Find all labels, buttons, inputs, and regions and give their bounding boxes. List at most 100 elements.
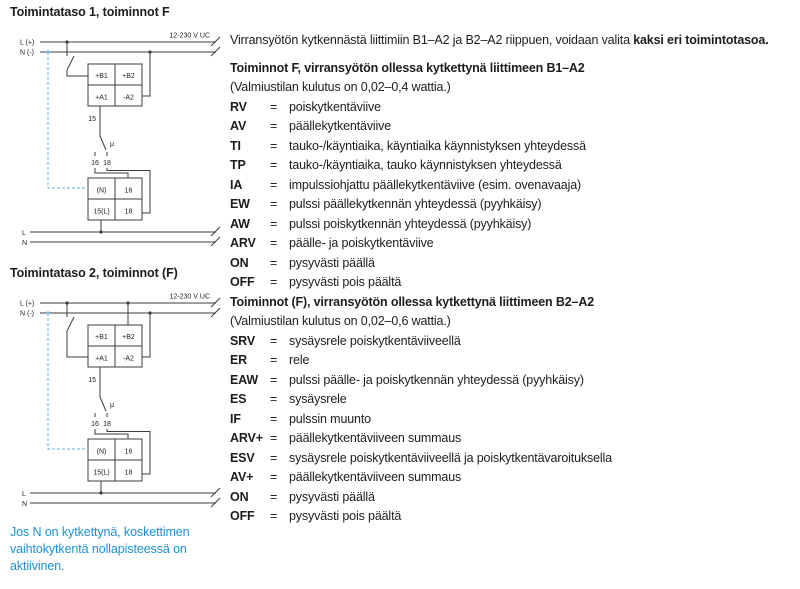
label-block-15l: 15(L) (93, 209, 109, 216)
label-contact-mu: μ (110, 402, 114, 409)
function-row-esv: ESV = sysäysrele poiskytkentäviiveellä ja … (230, 449, 796, 469)
intro-bold-text: kaksi eri toimintotasoa. (633, 33, 769, 47)
label-terminal-b1: +B1 (95, 334, 108, 341)
function-code: OFF (230, 509, 255, 523)
label-block-16: 16 (125, 188, 133, 195)
label-terminal-a2: -A2 (123, 95, 134, 102)
function-row-ti: TI=tauko-/käyntiaika, käyntiaika käynnis… (230, 137, 796, 157)
function-code: ESV (230, 450, 255, 465)
equals-sign: = (270, 275, 278, 289)
equals-sign: = (270, 158, 278, 172)
function-description: pulssi poiskytkennän yhteydessä (pyyhkäi… (289, 216, 532, 231)
diagram2-junction-dots (65, 301, 152, 495)
function-list-column: Virransyötön kytkennästä liittimiin B1–A… (230, 31, 796, 527)
diagram2-wires (30, 297, 221, 508)
function-code: RV (230, 99, 247, 114)
label-block-n: (N) (97, 188, 107, 195)
function-description: päällekytkentäviiveen summaus (289, 470, 462, 484)
function-row-er: ER = rele (230, 351, 796, 371)
function-code: ER (230, 353, 248, 367)
equals-sign: = (270, 138, 278, 153)
label-block-15l: 15(L) (93, 470, 109, 477)
function-row-aw: AW=pulssi poiskytkennän yhteydessä (pyyh… (230, 215, 796, 235)
label-contact-16: 16 (91, 421, 99, 428)
label-line-l: L (+) (20, 40, 34, 47)
function-code: ARV+ (230, 431, 263, 445)
equals-sign: = (270, 353, 278, 367)
function-code: IF (230, 411, 241, 426)
diagram2-neutral-dashed-wire (47, 313, 88, 450)
intro-text: Virransyötön kytkennästä liittimiin B1–A… (230, 33, 634, 47)
label-contact-15: 15 (88, 116, 96, 123)
label-contact-18: 18 (103, 160, 111, 167)
function-description: poiskytkentäviive (289, 99, 381, 114)
function-row-ew: EW=pulssi päällekytkennän yhteydessä (py… (230, 195, 796, 215)
neutral-connection-note: Jos N on kytkettynä, koskettimen vaihtok… (10, 525, 190, 573)
label-voltage: 12-230 V UC (170, 33, 210, 40)
function-code: IA (230, 177, 243, 192)
function-description: sysäysrele poiskytkentäviiveellä ja pois… (289, 450, 612, 465)
function-description: sysäysrele poiskytkentäviiveellä (289, 333, 461, 348)
function-code: EW (230, 197, 250, 211)
function-row-if: IF = pulssin muunto (230, 410, 796, 430)
function-code: OFF (230, 275, 255, 289)
label-bottom-n: N (22, 240, 27, 247)
function-description: pulssin muunto (289, 411, 371, 426)
label-bottom-l: L (22, 491, 26, 498)
function-code: ARV (230, 236, 256, 250)
function-code: ON (230, 489, 249, 504)
function-row-es: ES=sysäysrele (230, 390, 796, 410)
label-contact-18: 18 (103, 421, 111, 428)
equals-sign: = (270, 333, 278, 348)
label-block-16: 16 (125, 449, 133, 456)
label-line-n: N (-) (20, 311, 34, 318)
diagram2-neutral-dot (46, 311, 50, 315)
section2-standby-consumption: (Valmiustilan kulutus on 0,02–0,6 wattia… (230, 314, 451, 328)
function-description: pysyvästi pois päältä (289, 275, 402, 289)
equals-sign: = (270, 99, 278, 114)
diagram2-labels: L (+) N (-) 12-230 V UC +B1 +B2 +A1 -A2 … (20, 294, 210, 509)
equals-sign: = (270, 236, 278, 250)
function-code: EAW (230, 372, 259, 387)
equals-sign: = (270, 255, 278, 270)
label-contact-mu: μ (110, 141, 114, 148)
equals-sign: = (270, 450, 278, 465)
function-description: päällekytkentäviiveen summaus (289, 431, 462, 445)
equals-sign: = (270, 411, 278, 426)
label-contact-15: 15 (88, 377, 96, 384)
diagram2-title: Toimintataso 2, toiminnot (F) (10, 266, 178, 280)
wiring-diagram-level2: L (+) N (-) 12-230 V UC +B1 +B2 +A1 -A2 … (20, 294, 221, 509)
equals-sign: = (270, 119, 278, 133)
label-voltage: 12-230 V UC (170, 294, 210, 301)
function-code: ES (230, 392, 247, 406)
label-bottom-l: L (22, 230, 26, 237)
equals-sign: = (270, 431, 278, 445)
function-row-off2: OFF=pysyvästi pois päältä (230, 507, 796, 527)
label-line-l: L (+) (20, 301, 34, 308)
function-description: pysyvästi päällä (289, 489, 375, 504)
label-contact-16: 16 (91, 160, 99, 167)
function-code: AV (230, 119, 247, 133)
diagram1-wires (30, 36, 221, 247)
function-row-av-plus: AV+=päällekytkentäviiveen summaus (230, 468, 796, 488)
function-row-srv: SRV=sysäysrele poiskytkentäviiveellä (230, 332, 796, 352)
function-code: ON (230, 255, 249, 270)
label-terminal-a1: +A1 (95, 95, 108, 102)
equals-sign: = (270, 372, 278, 387)
function-description: päällekytkentäviive (289, 119, 392, 133)
function-row-rv: RV = poiskytkentäviive (230, 98, 796, 118)
equals-sign: = (270, 489, 278, 504)
equals-sign: = (270, 177, 278, 192)
diagram1-neutral-dashed-wire (47, 52, 88, 189)
function-description: rele (289, 353, 310, 367)
label-terminal-b2: +B2 (122, 73, 135, 80)
function-row-off: OFF = pysyvästi pois päältä (230, 273, 796, 293)
label-block-18: 18 (125, 209, 133, 216)
label-terminal-a1: +A1 (95, 356, 108, 363)
function-description: sysäysrele (289, 392, 347, 406)
function-code: AV+ (230, 470, 254, 484)
label-bottom-n: N (22, 501, 27, 508)
label-block-18: 18 (125, 470, 133, 477)
equals-sign: = (270, 509, 278, 523)
